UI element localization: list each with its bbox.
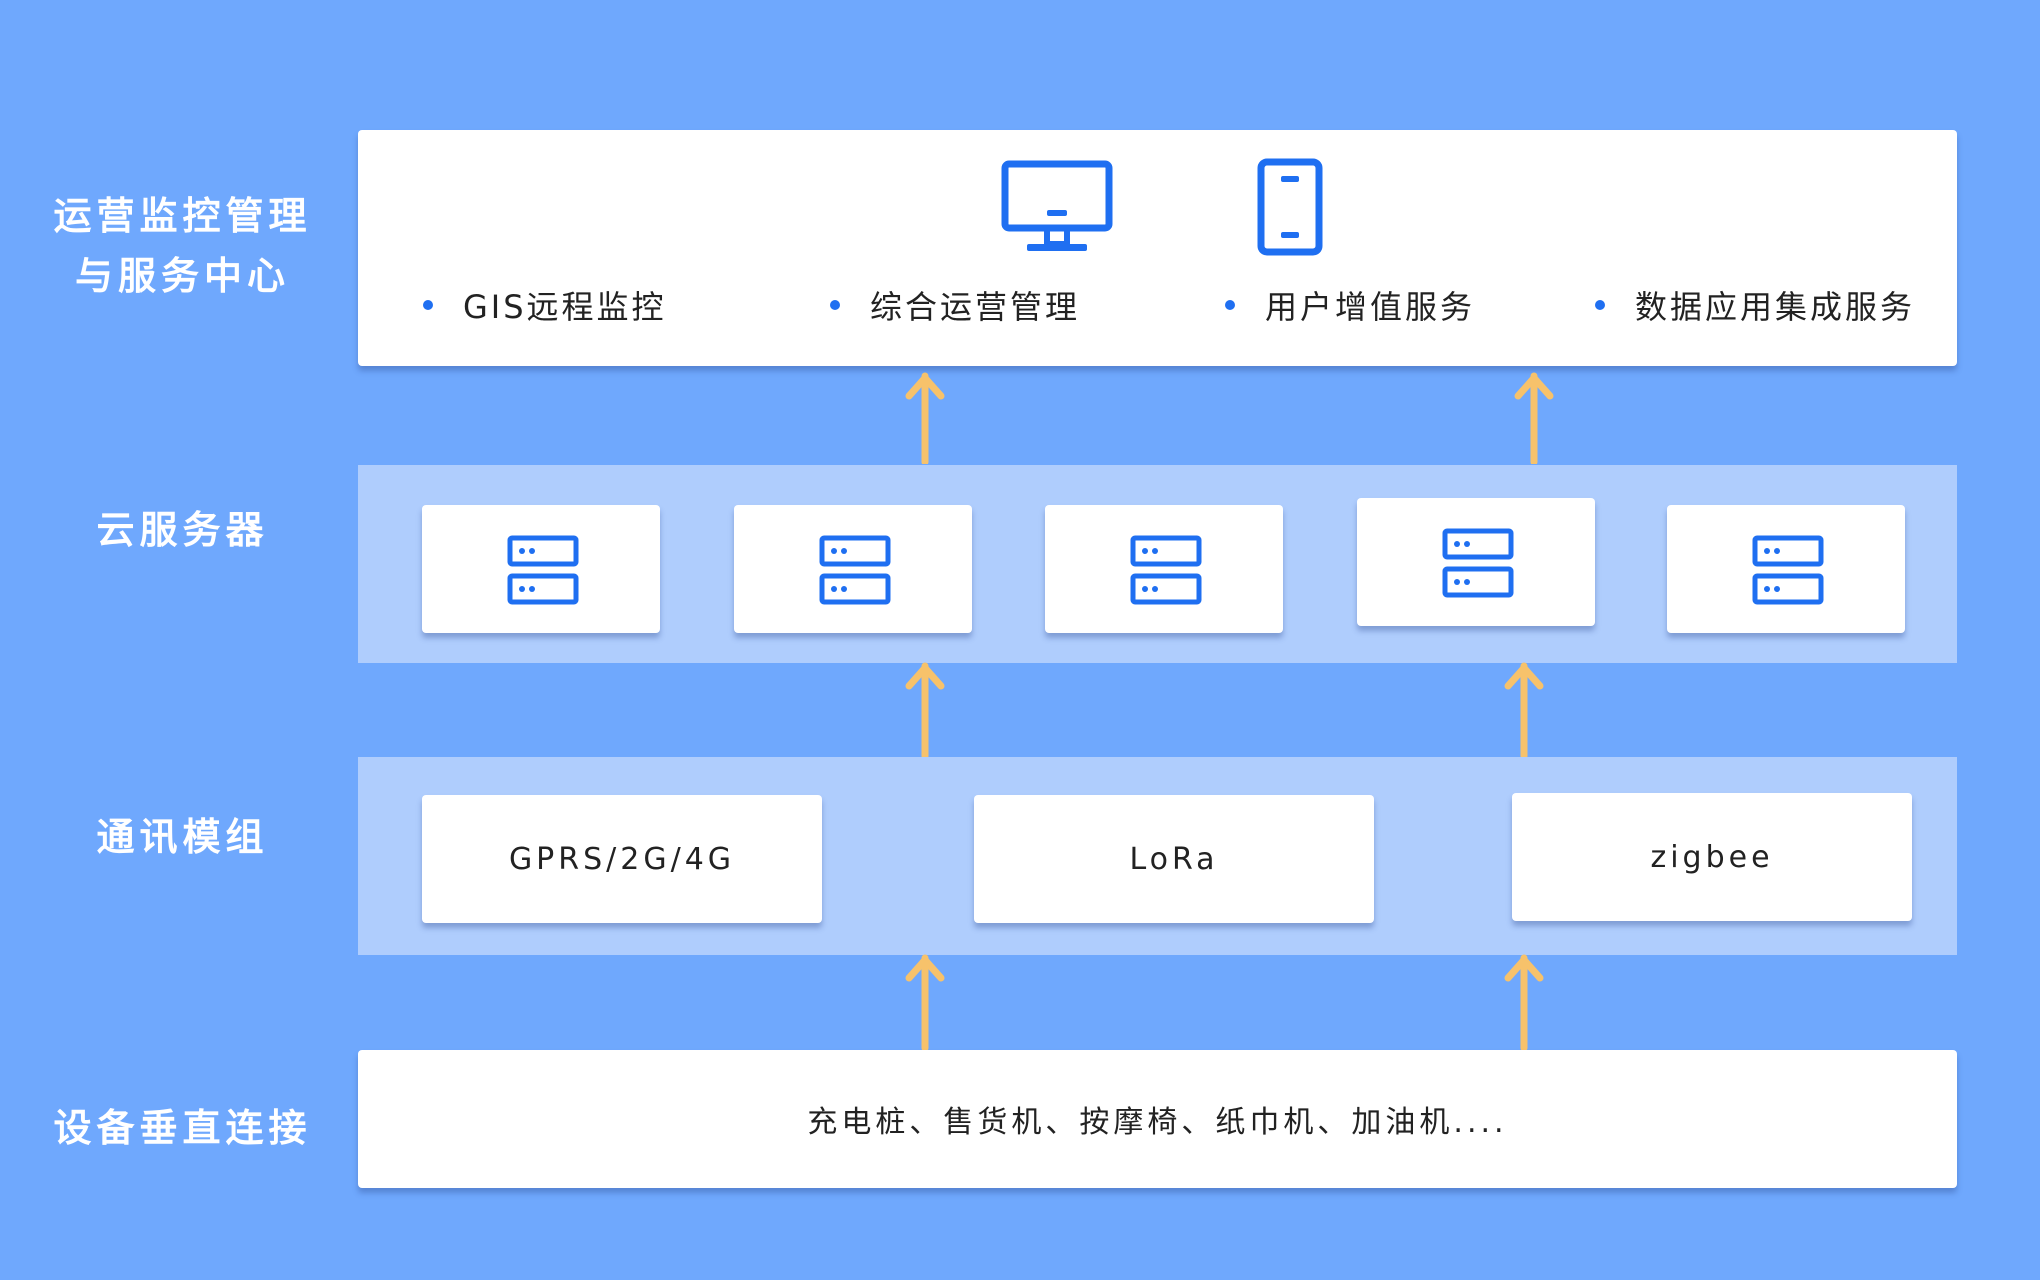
comm-module-lora: LoRa bbox=[974, 795, 1374, 923]
server-icon bbox=[1442, 528, 1514, 598]
arrow-up-icon bbox=[905, 662, 945, 758]
layer-label-comm-module: 通讯模组 bbox=[96, 815, 269, 859]
service-item-gis: GIS远程监控 bbox=[423, 282, 667, 328]
service-item-label: 综合运营管理 bbox=[870, 288, 1081, 326]
service-item-value-added: 用户增值服务 bbox=[1225, 282, 1475, 328]
service-center-panel bbox=[358, 130, 1957, 366]
bullet-dot-icon bbox=[1225, 300, 1235, 310]
service-item-label: GIS远程监控 bbox=[463, 288, 667, 326]
server-icon bbox=[1752, 535, 1824, 605]
comm-module-zigbee: zigbee bbox=[1512, 793, 1912, 921]
layer-label-device-connection: 设备垂直连接 bbox=[53, 1106, 312, 1150]
server-icon bbox=[1130, 535, 1202, 605]
bullet-dot-icon bbox=[830, 300, 840, 310]
mobile-phone-icon bbox=[1257, 158, 1323, 256]
bullet-dot-icon bbox=[1595, 300, 1605, 310]
server-icon bbox=[507, 535, 579, 605]
arrow-up-icon bbox=[1514, 372, 1554, 464]
bullet-dot-icon bbox=[423, 300, 433, 310]
server-card bbox=[1357, 498, 1595, 626]
device-list: 充电桩、售货机、按摩椅、纸巾机、加油机.... bbox=[807, 1105, 1508, 1140]
layer-label-service-center-line1: 运营监控管理 bbox=[53, 194, 312, 238]
device-panel bbox=[358, 1050, 1957, 1188]
arrow-up-icon bbox=[905, 954, 945, 1050]
server-card bbox=[1667, 505, 1905, 633]
arrow-up-icon bbox=[1504, 954, 1544, 1050]
server-card bbox=[1045, 505, 1283, 633]
layer-label-service-center: 运营监控管理 与服务中心 bbox=[0, 186, 365, 306]
service-item-data-integration: 数据应用集成服务 bbox=[1595, 282, 1915, 328]
layer-label-service-center-line2: 与服务中心 bbox=[74, 254, 290, 298]
arrow-up-icon bbox=[905, 372, 945, 464]
server-card bbox=[422, 505, 660, 633]
service-item-label: 数据应用集成服务 bbox=[1635, 288, 1916, 326]
service-item-operations: 综合运营管理 bbox=[830, 282, 1080, 328]
server-icon bbox=[819, 535, 891, 605]
comm-module-gprs: GPRS/2G/4G bbox=[422, 795, 822, 923]
layer-label-cloud-server: 云服务器 bbox=[96, 508, 269, 552]
arrow-up-icon bbox=[1504, 662, 1544, 758]
monitor-icon bbox=[1001, 160, 1113, 251]
server-card bbox=[734, 505, 972, 633]
service-item-label: 用户增值服务 bbox=[1265, 288, 1476, 326]
